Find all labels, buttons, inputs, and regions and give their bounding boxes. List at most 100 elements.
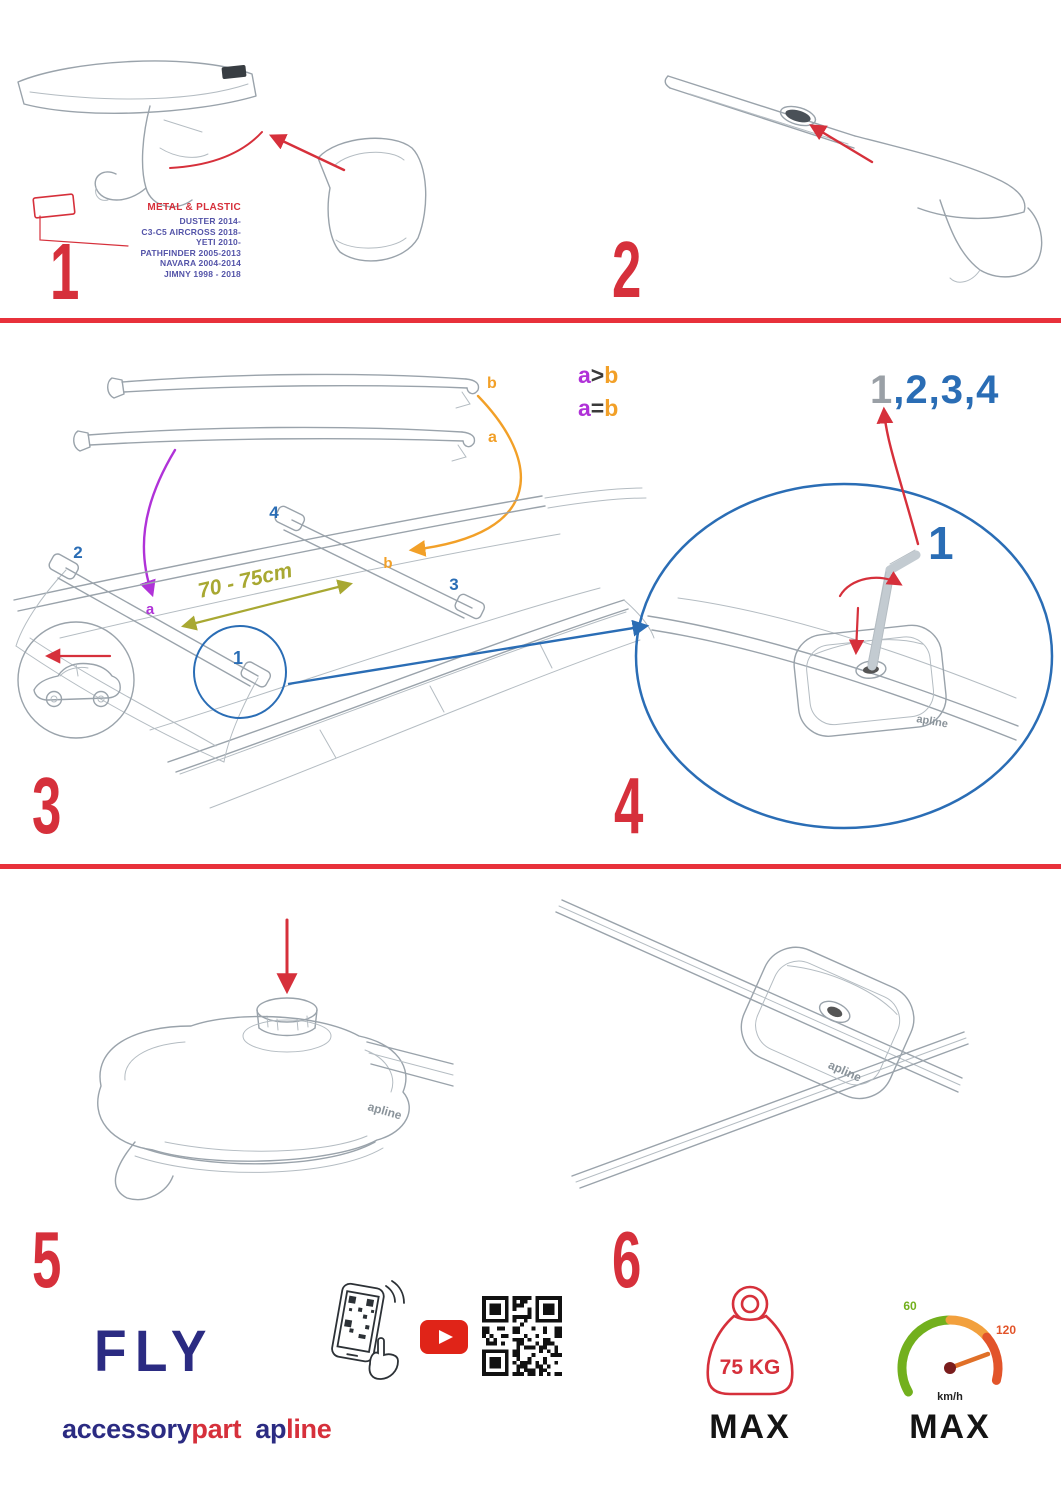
cover-to-bar-arrow — [268, 134, 346, 172]
formula-a: a — [578, 395, 591, 421]
weight-limit-icon: 75 KG — [706, 1285, 794, 1396]
step6-number: 6 — [612, 1215, 642, 1304]
sequence-rest: ,2,3,4 — [893, 368, 1000, 412]
rail-lines — [571, 1031, 969, 1189]
speed-high-label: 120 — [996, 1323, 1016, 1337]
product-name: FLY — [94, 1319, 215, 1384]
bar-a-placement-arrow — [139, 448, 177, 598]
front-crossbar — [48, 553, 272, 688]
detail-circle — [193, 625, 287, 719]
sequence-first: 1 — [870, 368, 894, 412]
formula-a-greater-b: a>b — [578, 362, 619, 388]
section-divider — [0, 318, 1061, 323]
section-divider — [0, 864, 1061, 869]
speed-max-label: MAX — [909, 1408, 991, 1446]
seam-highlight — [169, 131, 263, 169]
formula-op: > — [590, 362, 605, 388]
plastic-cover — [317, 137, 427, 262]
weight-value: 75 KG — [720, 1356, 781, 1379]
hand-icon — [368, 1337, 399, 1380]
speed-unit-label: km/h — [937, 1391, 963, 1403]
scan-wave — [385, 1285, 396, 1303]
rear-crossbar — [274, 505, 486, 620]
apline-sticker — [221, 64, 247, 80]
step4-number: 4 — [614, 761, 644, 850]
step2-drawing — [664, 75, 1043, 283]
allen-key — [867, 549, 921, 671]
vehicle-list: DUSTER 2014- C3-C5 AIRCROSS 2018- YETI 2… — [96, 216, 241, 280]
step3-number: 3 — [32, 761, 62, 850]
bolt-hole — [827, 1006, 843, 1018]
step6-drawing: apline — [555, 899, 969, 1189]
step5-number: 5 — [32, 1215, 62, 1304]
clamp-body — [97, 1015, 454, 1201]
tighten-down-arrow — [848, 606, 865, 656]
vehicle-item: NAVARA 2004-2014 — [160, 258, 241, 269]
speed-needle — [947, 1351, 991, 1371]
vehicle-item: DUSTER 2014- — [179, 216, 241, 226]
mini-qr — [344, 1295, 375, 1340]
step1-text-block: METAL & PLASTIC DUSTER 2014- C3-C5 AIRCR… — [96, 202, 241, 280]
loose-bar-b-label: b — [487, 375, 497, 392]
rotate-arrow — [838, 571, 903, 598]
step3-drawing: b a — [13, 373, 655, 809]
car-direction-inset — [17, 621, 135, 739]
clamp-body — [793, 624, 947, 737]
insert-arrow — [809, 124, 874, 164]
sequence-label: 1,2,3,4 — [870, 368, 999, 413]
speed-limit-icon: 60 120 km/h — [897, 1299, 1016, 1403]
formula-op: = — [590, 395, 605, 421]
loose-bar-b — [107, 373, 480, 409]
step2-number: 2 — [612, 225, 642, 314]
roof-a-label: a — [146, 601, 155, 618]
brand-line: line — [286, 1414, 332, 1444]
position-3-label: 3 — [449, 575, 458, 594]
step4-drawing: apline — [634, 406, 1054, 830]
step5-drawing: apline — [97, 918, 454, 1201]
vehicle-item: YETI 2010- — [196, 237, 241, 248]
vehicle-item: JIMNY 1998 - 2018 — [164, 268, 241, 279]
speed-low-label: 60 — [903, 1299, 917, 1313]
step1-drawing — [17, 60, 427, 262]
brand-on-clamp: apline — [366, 1099, 404, 1122]
rail-lines — [647, 597, 1019, 741]
detail-zoom-circle — [634, 482, 1054, 830]
bar-one-callout: 1 — [928, 517, 954, 569]
car-roof-top — [13, 487, 655, 809]
youtube-icon — [420, 1320, 468, 1354]
position-4-label: 4 — [269, 503, 279, 522]
vehicle-item: C3-C5 AIRCROSS 2018- — [141, 226, 241, 237]
brand-accessory: accessory — [62, 1414, 192, 1444]
vehicle-item: PATHFINDER 2005-2013 — [140, 247, 241, 258]
position-1-label: 1 — [233, 648, 243, 668]
formula-a: a — [578, 362, 591, 388]
roof-b-label: b — [383, 555, 392, 572]
callout-leader-line — [39, 215, 129, 247]
phone-scan-icon — [331, 1280, 405, 1380]
loose-bar-a-label: a — [488, 429, 497, 446]
weight-max-label: MAX — [709, 1408, 791, 1446]
part-callout-box — [32, 193, 76, 219]
loose-bar-a — [73, 426, 476, 462]
qr-code — [482, 1296, 562, 1376]
roof-bar — [664, 75, 1043, 283]
end-hole — [785, 109, 811, 123]
repeat-sequence-arrow — [876, 406, 920, 546]
bar-b-placement-arrow — [408, 394, 522, 557]
scan-wave — [391, 1280, 405, 1304]
brand-on-clamp: apline — [915, 713, 948, 730]
position-2-label: 2 — [73, 543, 82, 562]
formula-b: b — [604, 362, 619, 388]
formula-a-equals-b: a=b — [578, 395, 619, 421]
zoom-arrow — [287, 619, 650, 686]
distance-arrow — [181, 579, 353, 631]
formula-b: b — [604, 395, 619, 421]
brand-ap: ap — [255, 1414, 287, 1444]
material-label: METAL & PLASTIC — [147, 202, 241, 213]
step1-number: 1 — [50, 227, 80, 316]
bar-end-clamp — [17, 60, 257, 208]
brand-part: part — [191, 1414, 242, 1444]
clamp-body: apline — [740, 946, 915, 1100]
